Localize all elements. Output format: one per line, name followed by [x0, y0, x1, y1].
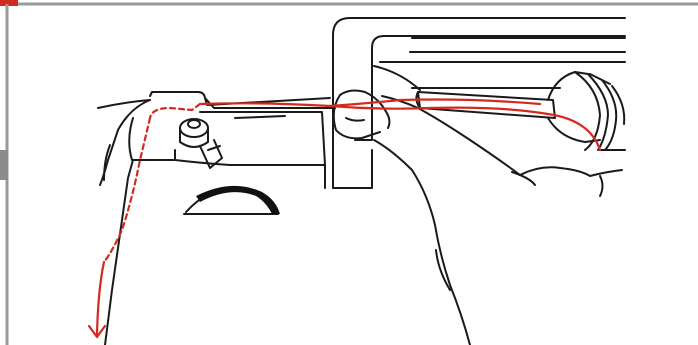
down-arrow-icon	[87, 324, 107, 339]
thread-path	[95, 98, 602, 337]
spool-housing	[324, 17, 626, 189]
hand-icon	[332, 89, 623, 345]
corner-mark	[0, 0, 18, 6]
thread-guide-icon	[179, 118, 223, 169]
machine-top-cover	[97, 91, 336, 345]
frame-side-tab	[0, 150, 8, 180]
dial-edge	[196, 185, 280, 214]
